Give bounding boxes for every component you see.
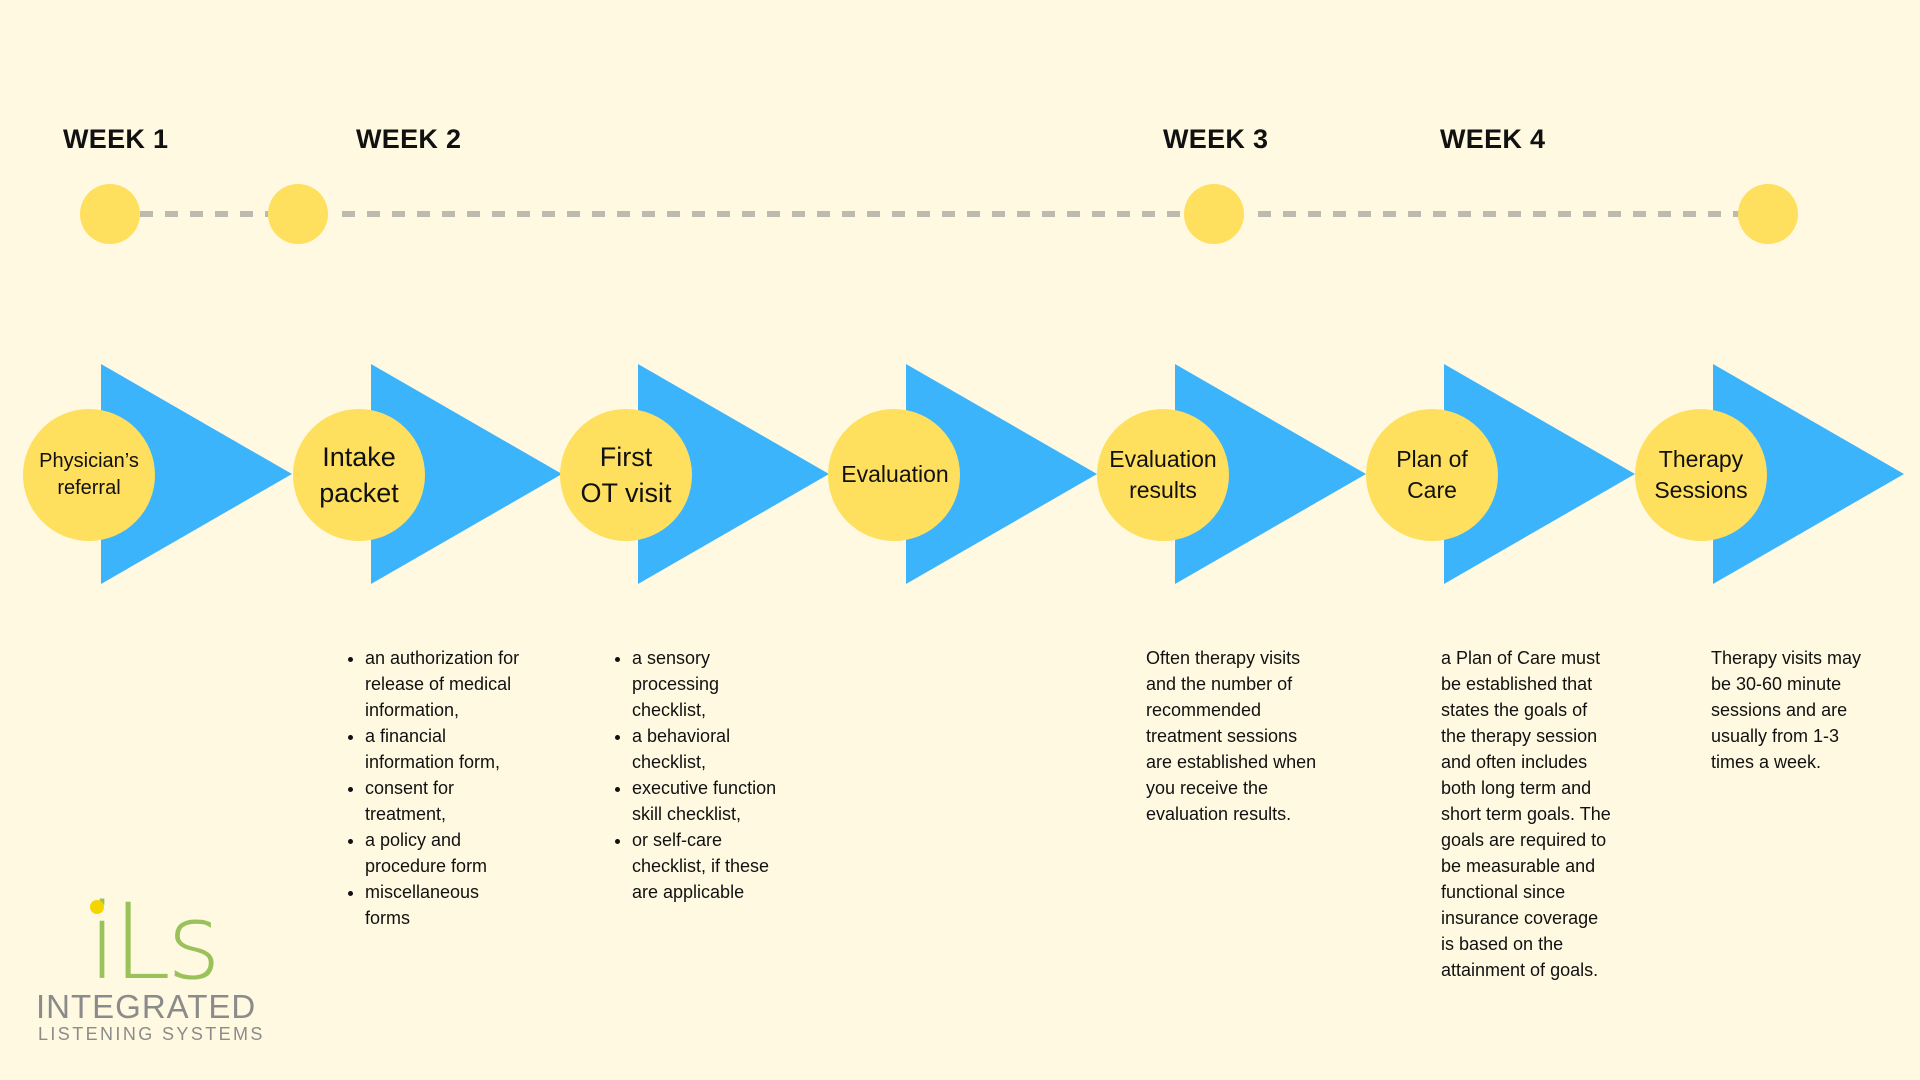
plan-of-care-details: a Plan of Care must be established that … (1441, 648, 1611, 980)
step-arrow-1 (101, 364, 292, 584)
list-item: executive function skill checklist, (632, 775, 787, 827)
step-arrow-2 (371, 364, 562, 584)
logo-dot-icon (90, 900, 104, 914)
list-item: or self-care checklist, if these are app… (632, 827, 787, 905)
list-item: a policy and procedure form (365, 827, 520, 879)
week-2-label: WEEK 2 (356, 124, 462, 154)
logo-mark: iLs (88, 881, 221, 1003)
intake-packet-details: an authorization for release of medical … (345, 645, 520, 931)
step-circle-1 (23, 409, 155, 541)
ils-logo: iLs INTEGRATED LISTENING SYSTEMS (34, 890, 274, 1046)
timeline-node-4 (1738, 184, 1798, 244)
step-circle-3 (560, 409, 692, 541)
week-1-label: WEEK 1 (63, 124, 169, 154)
step-circle-2 (293, 409, 425, 541)
evaluation-results-details: Often therapy visits and the number of r… (1146, 648, 1317, 824)
step-arrow-5 (1175, 364, 1366, 584)
step-arrow-7 (1713, 364, 1904, 584)
step-circle-4 (828, 409, 960, 541)
timeline-node-2 (268, 184, 328, 244)
step-label-evaluation: Evaluation (841, 461, 949, 488)
list-item: miscellaneous forms (365, 879, 520, 931)
step-circle-5 (1097, 409, 1229, 541)
timeline-node-3 (1184, 184, 1244, 244)
timeline-node-1 (80, 184, 140, 244)
step-evaluation: Evaluation (805, 364, 1097, 584)
therapy-sessions-details: Therapy visits may be 30-60 minute sessi… (1711, 648, 1862, 772)
week-4-label: WEEK 4 (1440, 124, 1546, 154)
step-arrow-6 (1444, 364, 1635, 584)
list-item: consent for treatment, (365, 775, 520, 827)
first-visit-details: a sensory processing checklist, a behavi… (612, 645, 787, 905)
step-arrow-3 (638, 364, 829, 584)
logo-line-2: LISTENING SYSTEMS (38, 1024, 265, 1044)
week-3-label: WEEK 3 (1163, 124, 1269, 154)
list-item: a behavioral checklist, (632, 723, 787, 775)
list-item: a sensory processing checklist, (632, 645, 787, 723)
logo-line-1: INTEGRATED (36, 988, 257, 1025)
week-timeline (80, 184, 1798, 244)
list-item: an authorization for release of medical … (365, 645, 520, 723)
step-circle-6 (1366, 409, 1498, 541)
step-arrow-4 (906, 364, 1097, 584)
step-circle-7 (1635, 409, 1767, 541)
list-item: a financial information form, (365, 723, 520, 775)
